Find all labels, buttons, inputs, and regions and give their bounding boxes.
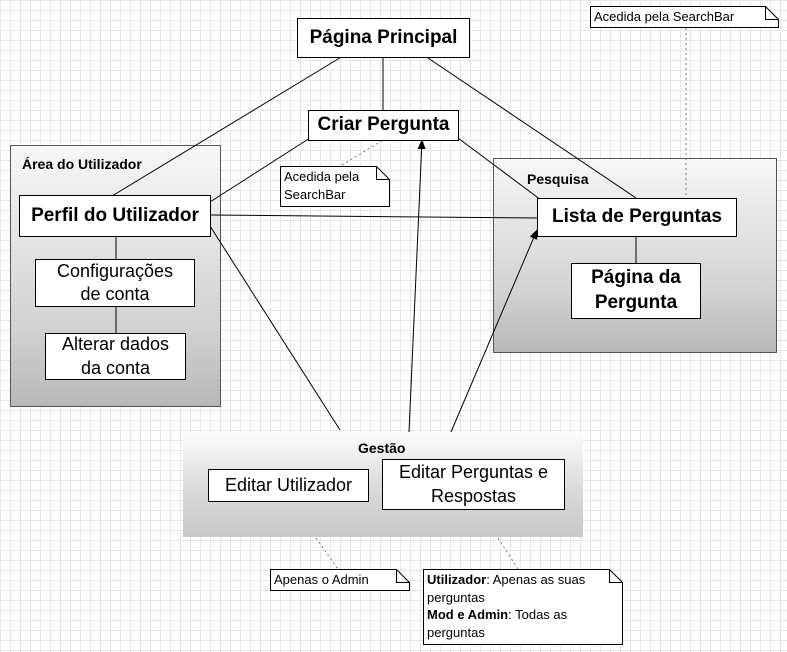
note-permissoes: Utilizador: Apenas as suas perguntas Mod… [423,569,623,645]
pagina-pergunta-label-1: Página da [591,267,681,289]
note-permissoes-utilizador-text-2: perguntas [427,589,485,605]
edge-perfil-lista [209,214,539,219]
editar-perguntas-box: Editar Perguntas e Respostas [382,459,565,510]
pesquisa-title: Pesquisa [527,171,589,187]
note-link-searchbar-mid [341,139,384,166]
editar-perguntas-label-1: Editar Perguntas e [398,462,549,483]
note-link-apenas-admin [315,537,339,570]
pagina-pergunta-label-2: Pergunta [594,292,678,313]
edge-criar-lista [457,137,542,201]
note-searchbar-mid-text-1: Acedida pela [284,169,360,184]
gestao-title: Gestão [358,440,406,456]
criar-pergunta-label: Criar Pergunta [317,114,450,136]
note-searchbar-mid-text-2: SearchBar [284,186,346,202]
note-fold-icon [396,569,410,583]
note-permissoes-utilizador-bold: Utilizador [427,572,487,587]
alterar-dados-box: Alterar dados da conta [45,333,186,380]
edge-gestao-lista-arrow [450,229,538,433]
note-apenas-admin: Apenas o Admin [270,569,410,591]
note-permissoes-line-3: Mod e Admin: Todas as [427,606,619,624]
editar-perguntas-label-2: Respostas [430,485,517,506]
note-permissoes-mod-text-2: perguntas [427,624,485,640]
pagina-pergunta-box: Página da Pergunta [571,263,701,319]
perfil-utilizador-box: Perfil do Utilizador [19,195,211,237]
editar-utilizador-box: Editar Utilizador [208,469,369,502]
alterar-dados-label-2: da conta [80,357,151,378]
note-apenas-admin-text: Apenas o Admin [274,572,369,587]
note-fold-icon [376,166,390,180]
editar-utilizador-label: Editar Utilizador [224,474,353,495]
edge-perfil-gestao [209,225,341,431]
configuracoes-conta-label-2: de conta [80,284,150,304]
note-acedida-searchbar-top: Acedida pela SearchBar [590,6,779,28]
edge-principal-perfil [111,55,344,197]
note-link-permissoes [497,537,519,570]
note-fold-icon [609,569,623,583]
configuracoes-conta-label-1: Configurações [56,260,174,281]
lista-perguntas-box: Lista de Perguntas [537,198,737,237]
pesquisa-container: Pesquisa [493,158,777,353]
pagina-principal-box: Página Principal [297,18,470,58]
note-fold-icon [765,6,779,20]
pagina-principal-label: Página Principal [309,26,458,48]
perfil-utilizador-label: Perfil do Utilizador [31,204,199,226]
criar-pergunta-box: Criar Pergunta [308,110,459,141]
note-searchbar-top-text: Acedida pela SearchBar [594,9,735,24]
edge-gestao-criar-arrow [408,139,426,433]
note-permissoes-mod-text: : Todas as [508,607,568,623]
note-permissoes-line-1: Utilizador: Apenas as suas [427,571,619,589]
alterar-dados-label-1: Alterar dados [61,334,170,355]
configuracoes-conta-box: Configurações de conta [35,259,195,307]
note-permissoes-utilizador-text: : Apenas as suas [486,572,586,587]
area-utilizador-title: Área do Utilizador [22,156,142,172]
note-permissoes-mod-bold: Mod e Admin [427,607,509,623]
edge-principal-lista [424,55,637,199]
lista-perguntas-label: Lista de Perguntas [552,206,722,228]
edge-criar-perfil [209,137,311,203]
note-acedida-searchbar-mid: Acedida pela SearchBar [280,166,390,207]
